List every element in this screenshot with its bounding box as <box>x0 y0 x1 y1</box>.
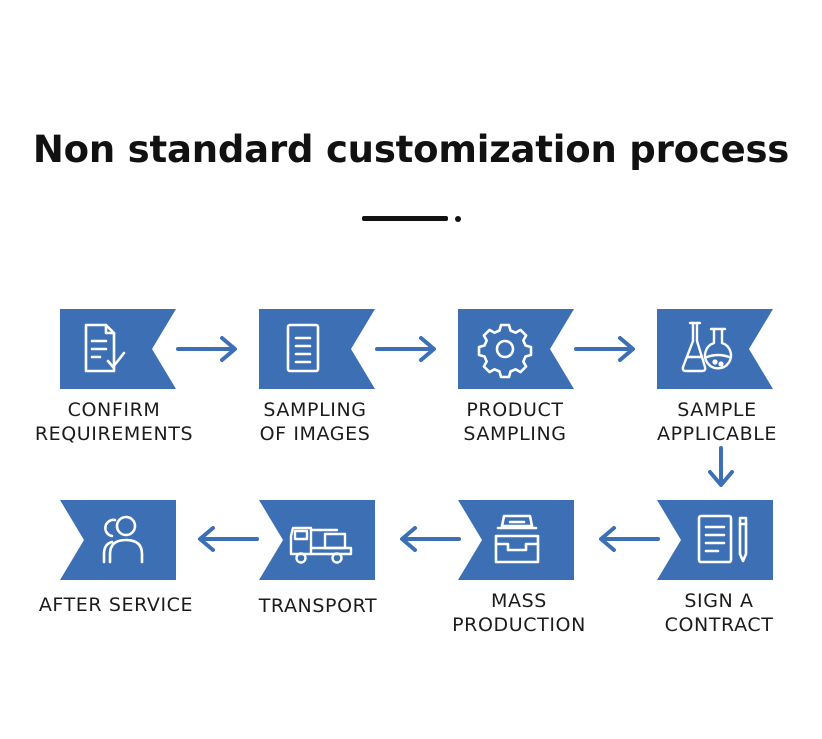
label-line: AFTER SERVICE <box>38 594 194 616</box>
inbox-tray-icon <box>494 514 540 564</box>
step-label-sampling-of-images: SAMPLING OF IMAGES <box>225 398 405 446</box>
arrow-left-icon <box>599 526 660 552</box>
step-tile-mass-production <box>458 500 574 580</box>
step-tile-transport <box>259 500 375 580</box>
step-tile-sign-a-contract <box>657 500 773 580</box>
tile-shape <box>60 309 176 389</box>
label-line: REQUIREMENTS <box>34 423 194 445</box>
step-tile-product-sampling <box>458 309 574 389</box>
label-line: SAMPLE <box>677 399 757 421</box>
label-line: MASS <box>491 590 547 612</box>
step-label-transport: TRANSPORT <box>228 594 408 618</box>
flask-icon <box>681 321 733 373</box>
label-line: CONFIRM <box>67 399 161 421</box>
label-line: OF IMAGES <box>259 423 371 445</box>
document-check-icon <box>84 323 126 373</box>
step-tile-sampling-of-images <box>259 309 375 389</box>
contract-pen-icon <box>697 514 748 564</box>
label-line: CONTRACT <box>664 614 774 636</box>
step-label-product-sampling: PRODUCT SAMPLING <box>425 398 605 446</box>
label-line: SAMPLING <box>463 423 567 445</box>
label-line: SAMPLING <box>263 399 367 421</box>
arrow-left-icon <box>198 526 259 552</box>
image-document-icon <box>286 323 320 373</box>
label-line: APPLICABLE <box>657 423 777 445</box>
title-underline-dot <box>455 216 461 222</box>
page-title: Non standard customization process <box>32 128 790 171</box>
step-label-sign-a-contract: SIGN A CONTRACT <box>629 589 809 637</box>
truck-icon <box>289 526 353 564</box>
title-underline <box>362 216 448 221</box>
arrow-right-icon <box>574 336 635 362</box>
step-tile-after-service <box>60 500 176 580</box>
label-line: SIGN A <box>684 590 754 612</box>
step-label-after-service: AFTER SERVICE <box>26 593 206 617</box>
arrow-left-icon <box>400 526 461 552</box>
arrow-right-icon <box>176 336 237 362</box>
step-tile-sample-applicable <box>657 309 773 389</box>
step-tile-confirm-requirements <box>60 309 176 389</box>
label-line: PRODUCT <box>466 399 564 421</box>
arrow-right-icon <box>375 336 436 362</box>
step-label-confirm-requirements: CONFIRM REQUIREMENTS <box>24 398 204 446</box>
tile-shape <box>458 500 574 580</box>
tile-shape <box>657 309 773 389</box>
arrow-down-icon <box>708 446 734 487</box>
tile-shape <box>259 500 375 580</box>
label-line: PRODUCTION <box>452 614 586 636</box>
gear-icon <box>477 323 533 379</box>
label-line: TRANSPORT <box>258 595 378 617</box>
step-label-mass-production: MASS PRODUCTION <box>429 589 609 637</box>
user-group-icon <box>102 515 144 564</box>
step-label-sample-applicable: SAMPLE APPLICABLE <box>627 398 807 446</box>
